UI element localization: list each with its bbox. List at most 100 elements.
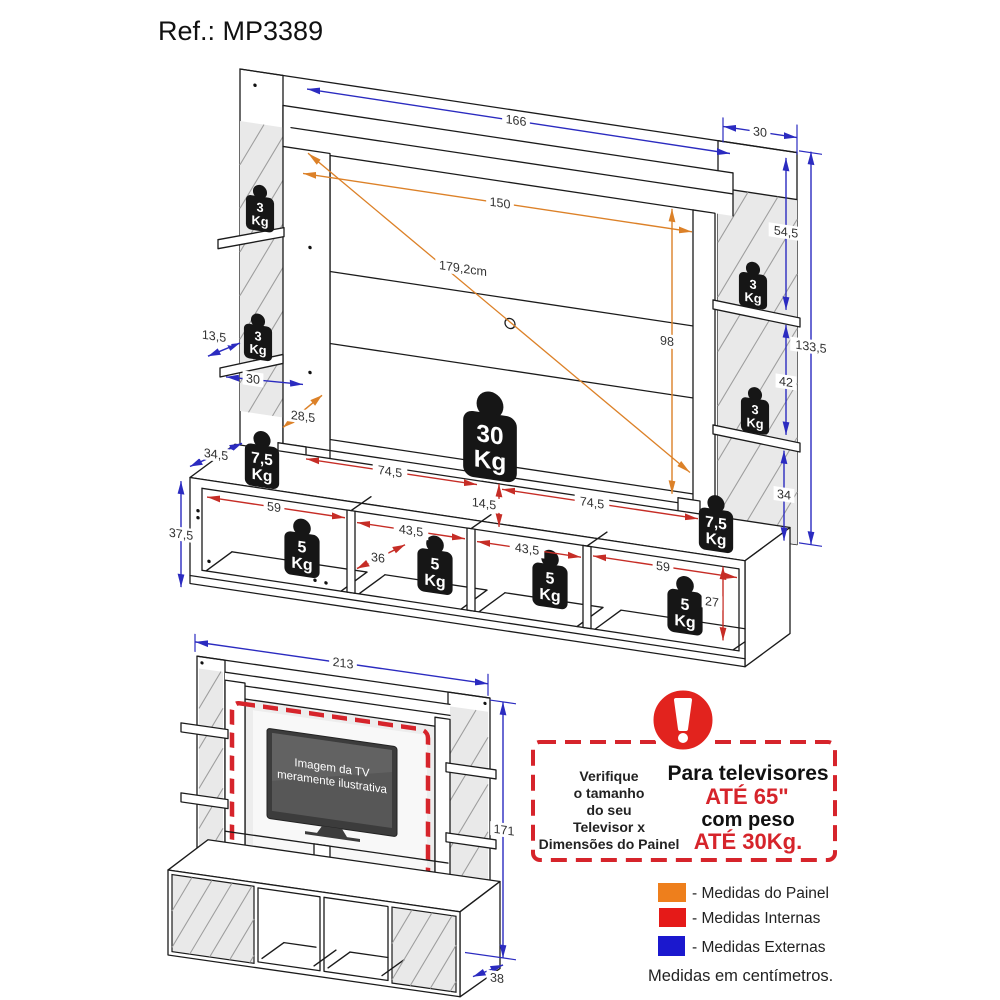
screw-dots [196, 83, 328, 585]
dim-label: 166 [506, 112, 527, 129]
weight-unit: Kg [291, 554, 312, 575]
weight-body [243, 323, 273, 362]
hatch-line [198, 747, 224, 789]
screw-dot [253, 83, 257, 87]
legend-label-internal: - Medidas Internas [692, 910, 821, 927]
dim-label-bg [490, 821, 518, 840]
small-door-left [171, 873, 255, 965]
dim-label-bg [502, 111, 530, 130]
dim-right_shelf_mid: 42 [775, 324, 797, 436]
dim-label-bg [196, 326, 232, 346]
warning-check-5: Dimensões do Painel [539, 836, 680, 852]
weight-body [245, 195, 275, 233]
weight-knob [676, 576, 694, 594]
weight-unit: Kg [251, 212, 268, 229]
page-title: Ref.: MP3389 [158, 16, 323, 46]
dim-tick [490, 699, 516, 705]
cabinet-divider-1 [346, 509, 356, 594]
arrowhead [568, 551, 581, 559]
dim-label: 42 [779, 374, 793, 390]
weight-knob [476, 391, 504, 419]
left-shelf-1 [217, 226, 285, 250]
weight-knob [293, 518, 311, 537]
warning-box [531, 740, 837, 862]
alert-exclamation-dot [678, 733, 688, 743]
right-shelf-1 [712, 299, 801, 328]
arrowhead [332, 512, 345, 520]
hatch-line [198, 671, 222, 709]
warning-max-size: ATÉ 65" [705, 784, 788, 809]
arrowhead [477, 540, 490, 547]
arrowhead [308, 153, 321, 165]
dim-label-bg [790, 336, 832, 357]
tv-screen-sheen [272, 732, 392, 781]
arrowhead [668, 208, 676, 223]
weight-knob [250, 313, 266, 328]
dim-label-bg [393, 521, 429, 541]
dim-label-bg [329, 654, 357, 673]
small-beam-top [224, 671, 451, 706]
beam-top-edge [282, 104, 734, 174]
hatch-line [717, 191, 749, 243]
weight-unit: Kg [539, 585, 560, 606]
legend-swatch-panel [658, 883, 686, 902]
arrowhead [782, 324, 790, 339]
screw-dot [324, 581, 328, 585]
dim-tv_width: 150 [303, 172, 692, 234]
weight-body [284, 531, 320, 579]
divider-depth-1 [350, 495, 372, 512]
dim-label: 37,5 [169, 526, 193, 544]
hatch-line [737, 437, 798, 537]
dim-right_shelf_top: 54,5 [768, 157, 804, 311]
arrowhead [807, 151, 815, 166]
weight-value: 5 [681, 595, 690, 614]
dim-total_height: 133,5 [790, 151, 832, 545]
arrowhead [464, 479, 477, 486]
weight-body [417, 548, 453, 596]
hatch-line [272, 398, 284, 417]
small-right-mirror-zone [450, 706, 488, 902]
arrowhead [475, 678, 488, 686]
weight-icon-w5: 5Kg [284, 518, 320, 579]
arrowhead [195, 640, 208, 648]
dim-label: 171 [494, 822, 515, 839]
dim-comp3_width: 43,5 [477, 539, 581, 559]
tv-stand [316, 826, 348, 839]
arrowhead [307, 87, 320, 95]
panel-seam-1 [329, 270, 696, 327]
hatch-line [449, 709, 477, 754]
beam-front-edge [290, 126, 734, 195]
dim-label-bg [574, 493, 610, 513]
dim-line [307, 152, 691, 474]
weight-knob [707, 495, 725, 513]
dim-label: 213 [333, 655, 354, 672]
weight-icon-w75: 7,5Kg [698, 495, 734, 554]
small-beam-front [224, 682, 451, 717]
dim-tick [465, 951, 516, 961]
dim-recess_right: 74,5 [502, 487, 698, 521]
dim-label-bg [198, 444, 234, 464]
dim-recess_left: 74,5 [306, 457, 477, 486]
weight-unit: Kg [249, 341, 266, 358]
warning-headline: Para televisores [667, 762, 828, 785]
dim-label-bg [652, 557, 674, 576]
weight-unit: Kg [252, 466, 273, 486]
hatch-line [171, 877, 193, 912]
weight-icon-w3: 3Kg [245, 184, 275, 233]
weight-knob [747, 387, 763, 402]
hatch-line [717, 382, 798, 516]
panel-seam-2 [329, 342, 696, 399]
arrowhead [723, 125, 736, 132]
arrowhead [499, 701, 507, 716]
arrowhead [782, 157, 790, 172]
arrowhead [685, 513, 698, 521]
weight-icon-w30: 30Kg [463, 391, 517, 483]
screw-dot [196, 508, 200, 513]
arrowhead [473, 968, 487, 977]
hatch-line [391, 912, 433, 981]
weight-icon-w75: 7,5Kg [244, 431, 280, 490]
screw-dot [313, 578, 317, 582]
